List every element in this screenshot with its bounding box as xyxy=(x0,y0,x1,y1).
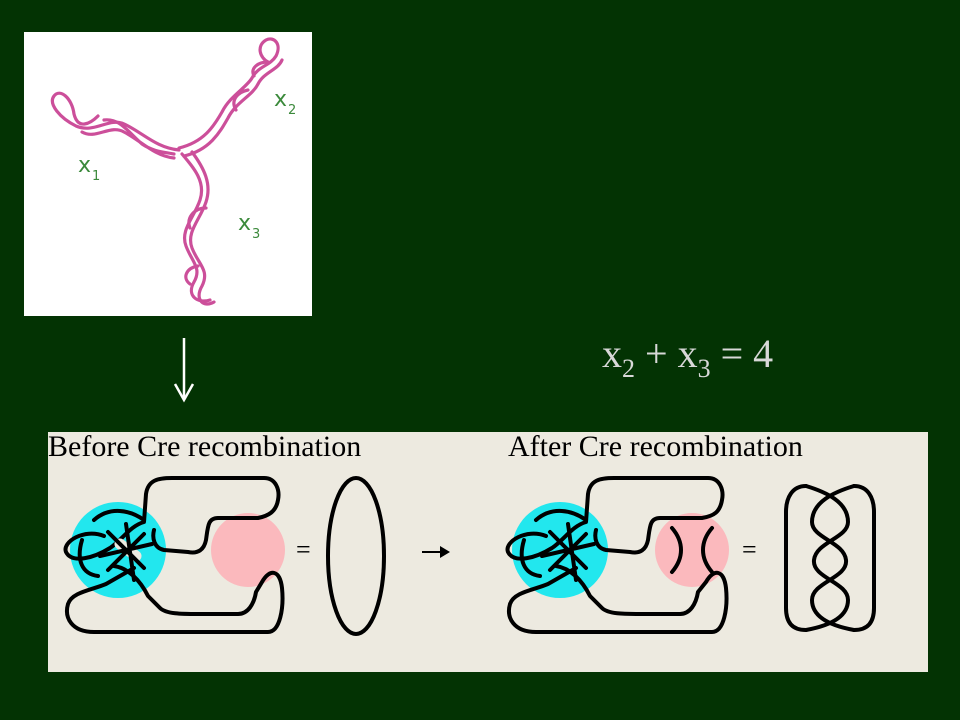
x2-label-base: x xyxy=(274,87,287,112)
recombination-site-circle xyxy=(655,513,729,587)
x3-arm-strand xyxy=(184,150,216,306)
x2-label-sub: 2 xyxy=(288,103,296,118)
x3-arm-strand xyxy=(180,152,212,303)
equation-term-x2: x2 xyxy=(602,331,635,383)
unknot-result xyxy=(326,476,386,636)
after-equals-sign: = xyxy=(742,535,757,564)
crossing-equation: x2 + x3 = 4 xyxy=(602,330,774,383)
x2-arm-strand xyxy=(177,37,280,150)
before-substrate-knot xyxy=(63,476,285,634)
three-branch-tangle-sketch: x 1 x 2 x 3 xyxy=(50,37,296,306)
x3-label-base: x xyxy=(238,211,251,236)
equation-equals: = xyxy=(720,331,744,376)
cre-recombination-diagram: Before Cre recombination After Cre recom… xyxy=(48,432,876,636)
before-cre-title: Before Cre recombination xyxy=(48,432,361,463)
equation-plus: + xyxy=(645,331,668,376)
down-arrow-icon xyxy=(173,338,195,403)
four-crossing-torus-link xyxy=(784,484,876,632)
after-cre-title: After Cre recombination xyxy=(508,432,803,463)
transition-arrow-icon xyxy=(422,546,450,558)
x1-arm-strand xyxy=(50,91,181,152)
before-equals-sign: = xyxy=(296,535,311,564)
tangle-sketch-panel: x 1 x 2 x 3 xyxy=(24,32,312,316)
x2-arm-strand xyxy=(182,58,284,158)
equation-term-x3: x3 xyxy=(677,331,711,383)
x1-arm-strand xyxy=(80,118,176,160)
after-product-knot xyxy=(505,476,729,634)
x1-label-base: x xyxy=(78,153,91,178)
x1-label-sub: 1 xyxy=(92,169,100,184)
equation-result: 4 xyxy=(753,331,774,376)
recombination-site-circle xyxy=(211,513,285,587)
x3-label-sub: 3 xyxy=(252,227,260,242)
cre-recombination-panel: Before Cre recombination After Cre recom… xyxy=(48,432,928,672)
